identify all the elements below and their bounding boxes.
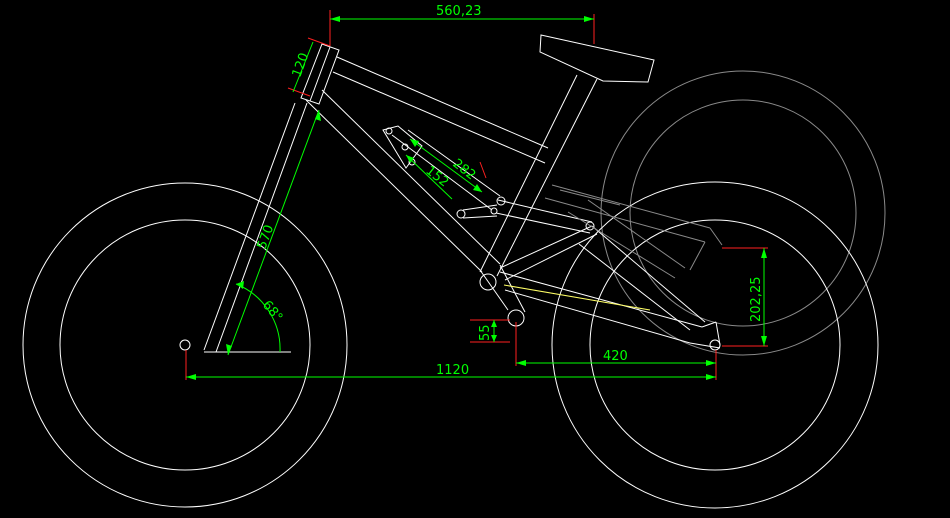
dim-bb-drop: 55 <box>478 324 493 341</box>
dim-top-length: 560,23 <box>436 4 482 19</box>
dim-head-angle: 68° <box>259 298 285 325</box>
dim-head-tube: 120 <box>290 51 313 79</box>
frame <box>305 34 721 349</box>
frame-ghost <box>544 184 723 279</box>
head-tube <box>300 43 340 105</box>
dim-fork-length: 570 <box>255 223 278 251</box>
dimension-lines <box>186 16 767 380</box>
dim-chainstay: 420 <box>603 349 628 364</box>
rear-wheel <box>551 181 879 509</box>
extension-lines <box>185 10 768 380</box>
dim-rear-height: 202,25 <box>749 277 764 323</box>
fork <box>203 102 308 353</box>
dim-wheelbase: 1120 <box>436 363 469 378</box>
dim-link-long: 282 <box>450 156 479 183</box>
rear-wheel-ghost <box>600 70 886 356</box>
dim-link-short: 152 <box>423 163 452 190</box>
front-wheel <box>22 182 348 508</box>
